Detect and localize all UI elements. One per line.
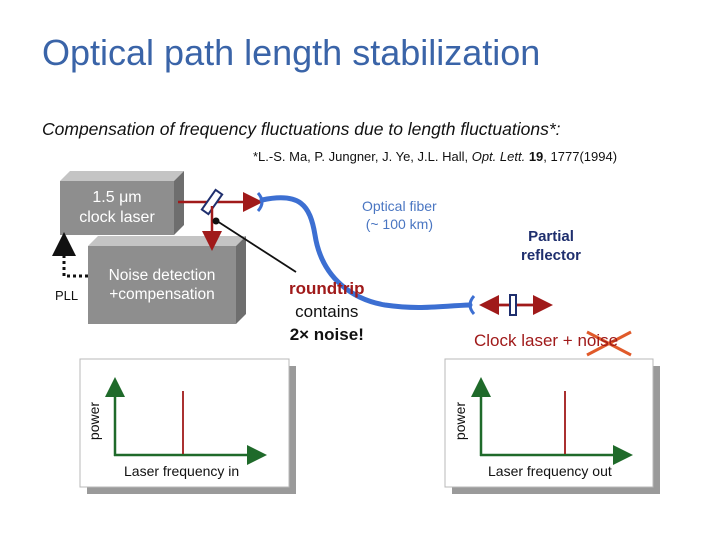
partial-reflector-icon <box>509 294 517 316</box>
panel-in-ylabel: power <box>86 401 103 441</box>
clock-out-prefix: Clock laser + <box>474 331 578 350</box>
laser-line1: 1.5 μm <box>92 189 142 206</box>
citation-pages: , 1777(1994) <box>543 149 618 164</box>
citation-volume: 19 <box>528 149 544 164</box>
clock-laser-box <box>60 171 184 235</box>
spectrum-panel-in <box>79 358 296 494</box>
panel-out-xlabel: Laser frequency out <box>488 463 612 479</box>
panel-out-ylabel: power <box>452 401 469 441</box>
clock-out-label: Clock laser + noise <box>474 331 618 351</box>
spectrum-panel-out <box>444 358 660 494</box>
citation-authors: *L.-S. Ma, P. Jungner, J. Ye, J.L. Hall, <box>253 149 472 164</box>
noise-line1: Noise detection <box>108 266 216 284</box>
fiber-line2: (~ 100 km) <box>365 216 433 233</box>
roundtrip-pointer <box>216 220 297 273</box>
noise-line2: +compensation <box>109 286 215 303</box>
optical-fiber <box>259 195 473 310</box>
fiber-label: Optical fiber (~ 100 km) <box>362 197 437 233</box>
roundtrip-line1: roundtrip <box>289 279 365 298</box>
fiber-line1: Optical fiber <box>362 198 437 214</box>
noise-detection-box <box>88 236 246 324</box>
beam-splitter-icon <box>200 188 224 216</box>
panel-in-xlabel: Laser frequency in <box>124 463 240 479</box>
roundtrip-note: roundtrip contains 2× noise! <box>289 278 365 347</box>
clock-laser-label: 1.5 μm clock laser <box>60 181 174 235</box>
reflector-line2: reflector <box>521 246 582 264</box>
reflector-line1: Partial <box>528 228 574 245</box>
pll-loop <box>52 232 88 278</box>
citation-journal: Opt. Lett. <box>471 149 526 164</box>
slide-title: Optical path length stabilization <box>42 32 541 73</box>
clock-out-noise: noise <box>577 331 619 350</box>
fiber-coupler-in-icon <box>256 192 264 212</box>
strike-cross-icon <box>586 330 632 357</box>
slide-subtitle: Compensation of frequency fluctuations d… <box>42 119 561 139</box>
laser-line2: clock laser <box>79 209 155 226</box>
citation: *L.-S. Ma, P. Jungner, J. Ye, J.L. Hall,… <box>253 149 617 164</box>
roundtrip-line2: contains <box>295 301 359 321</box>
noise-detection-label: Noise detection +compensation <box>88 246 236 324</box>
pll-label: PLL <box>55 288 79 303</box>
roundtrip-line3: 2× noise! <box>289 324 364 344</box>
fiber-coupler-out-icon <box>468 295 476 315</box>
